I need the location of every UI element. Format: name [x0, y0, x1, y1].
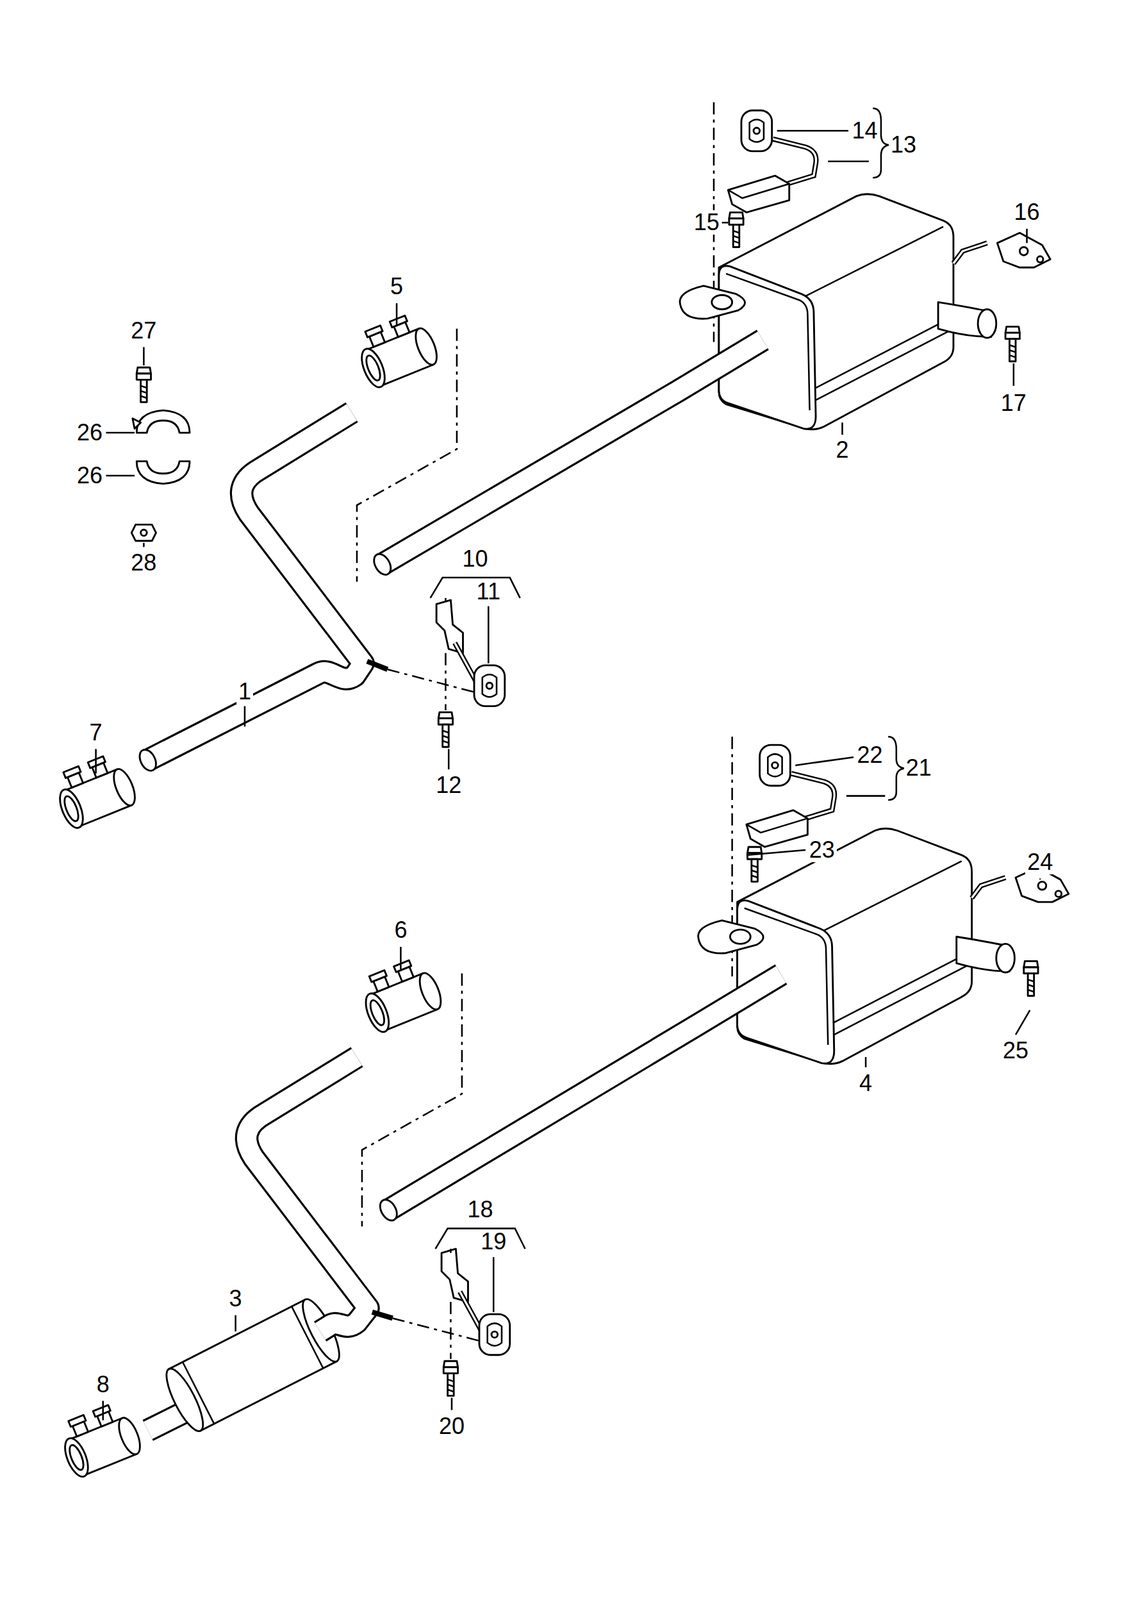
callout-number: 23 — [807, 837, 837, 862]
callout-number: 5 — [388, 274, 405, 299]
callout-number: 15 — [692, 210, 722, 235]
callout-number: 1 — [236, 679, 254, 704]
lower-exhaust — [54, 736, 1069, 1479]
callout-number: 24 — [1025, 849, 1055, 875]
callout-number: 16 — [1012, 199, 1042, 225]
callout-number: 28 — [128, 550, 159, 575]
callout-number: 25 — [1000, 1038, 1031, 1063]
callout-number: 6 — [392, 917, 409, 942]
callout-number: 22 — [854, 742, 885, 767]
callout-number: 11 — [474, 579, 503, 604]
upper-exhaust — [49, 101, 1051, 831]
callout-number: 18 — [465, 1196, 496, 1222]
callout-number: 17 — [998, 390, 1029, 416]
callout-number: 13 — [888, 132, 919, 157]
callout-number: 4 — [857, 1070, 875, 1096]
callout-number: 26 — [74, 420, 105, 445]
callout-number: 3 — [227, 1286, 245, 1311]
leader-lines — [96, 108, 1041, 1420]
callout-number: 2 — [833, 437, 851, 462]
callout-number: 7 — [87, 720, 105, 745]
callout-number: 10 — [460, 546, 491, 571]
callout-number: 27 — [128, 318, 159, 343]
callout-number: 14 — [849, 118, 880, 143]
callout-number: 21 — [904, 755, 934, 780]
callout-number: 20 — [437, 1413, 467, 1438]
callout-number: 8 — [94, 1371, 112, 1397]
callout-number: 12 — [433, 772, 464, 798]
callout-number: 19 — [478, 1228, 509, 1254]
callout-number: 26 — [74, 463, 105, 488]
